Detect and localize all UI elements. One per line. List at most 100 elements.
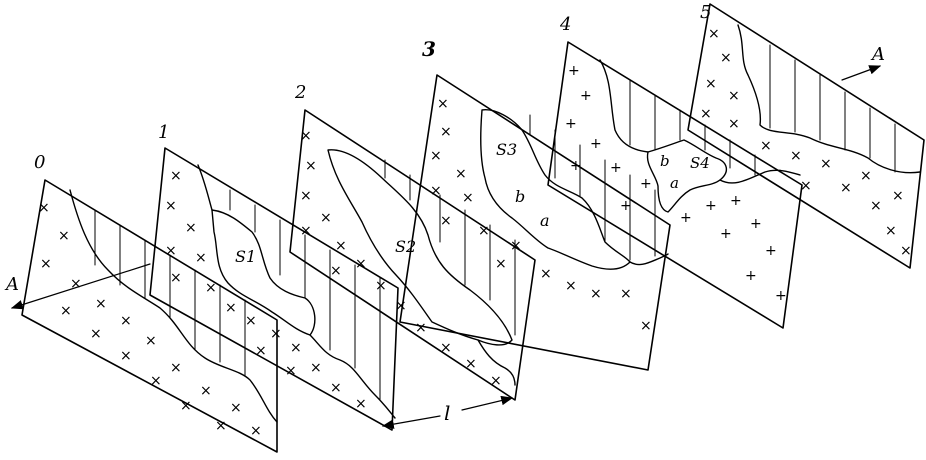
svg-text:+: + xyxy=(750,216,762,232)
spacing-arrow-right xyxy=(461,395,514,411)
cross-pattern-1: × × × × × × × × × × × × × × × × xyxy=(165,168,367,412)
svg-text:×: × xyxy=(310,360,322,376)
svg-text:×: × xyxy=(270,326,282,342)
section-2: × × × × × × × × × × × × × × S2 2 xyxy=(289,82,536,401)
section-0: × × × × × × × × × × × × × × × × × 0 xyxy=(21,152,278,453)
svg-text:×: × xyxy=(437,96,449,112)
spacing-arrow-left xyxy=(381,415,441,429)
svg-text:×: × xyxy=(640,318,652,334)
section-label-5: 5 xyxy=(700,2,711,23)
svg-text:×: × xyxy=(300,188,312,204)
svg-text:×: × xyxy=(708,26,720,42)
svg-text:×: × xyxy=(120,348,132,364)
svg-text:×: × xyxy=(495,256,507,272)
boundary-1 xyxy=(197,164,396,419)
svg-text:×: × xyxy=(430,148,442,164)
svg-text:+: + xyxy=(720,226,732,242)
svg-text:+: + xyxy=(730,193,742,209)
vertical-lines-1 xyxy=(229,189,381,401)
svg-text:+: + xyxy=(565,116,577,132)
svg-text:×: × xyxy=(250,423,262,439)
svg-text:×: × xyxy=(440,340,452,356)
svg-text:×: × xyxy=(335,238,347,254)
svg-text:×: × xyxy=(465,356,477,372)
svg-text:×: × xyxy=(290,340,302,356)
section-1: × × × × × × × × × × × × × × × × S1 1 xyxy=(149,122,399,431)
svg-text:×: × xyxy=(170,270,182,286)
hatched-area-s1 xyxy=(211,209,316,336)
sub-label-b-4: b xyxy=(660,152,670,170)
svg-text:×: × xyxy=(885,223,897,239)
svg-text:×: × xyxy=(205,280,217,296)
svg-text:×: × xyxy=(870,198,882,214)
svg-text:×: × xyxy=(510,238,522,254)
svg-text:×: × xyxy=(215,418,227,434)
svg-text:×: × xyxy=(800,178,812,194)
svg-text:×: × xyxy=(790,148,802,164)
sub-label-a-3: a xyxy=(540,211,550,230)
svg-text:×: × xyxy=(455,166,467,182)
svg-text:×: × xyxy=(165,198,177,214)
axis-a-a: A A xyxy=(4,44,885,310)
svg-text:×: × xyxy=(165,243,177,259)
svg-text:×: × xyxy=(355,396,367,412)
svg-text:×: × xyxy=(620,286,632,302)
svg-text:×: × xyxy=(150,373,162,389)
svg-text:×: × xyxy=(185,220,197,236)
svg-text:+: + xyxy=(705,198,717,214)
svg-text:×: × xyxy=(840,180,852,196)
svg-text:×: × xyxy=(145,333,157,349)
svg-text:×: × xyxy=(90,326,102,342)
svg-text:×: × xyxy=(330,380,342,396)
svg-text:×: × xyxy=(415,320,427,336)
area-label-s3: S3 xyxy=(496,140,517,159)
svg-text:+: + xyxy=(775,288,787,304)
svg-text:×: × xyxy=(590,286,602,302)
svg-text:×: × xyxy=(180,398,192,414)
vertical-lines-5 xyxy=(769,44,896,173)
section-label-1: 1 xyxy=(158,122,169,143)
vertical-lines-4 xyxy=(629,79,781,176)
svg-text:×: × xyxy=(820,156,832,172)
svg-text:×: × xyxy=(200,383,212,399)
svg-text:+: + xyxy=(745,268,757,284)
svg-text:×: × xyxy=(330,263,342,279)
svg-text:+: + xyxy=(680,210,692,226)
svg-text:×: × xyxy=(565,278,577,294)
svg-text:×: × xyxy=(705,76,717,92)
cross-pattern-2: × × × × × × × × × × × × × × xyxy=(300,128,502,389)
svg-text:+: + xyxy=(610,160,622,176)
section-label-3: 3 xyxy=(422,37,436,61)
axis-end-label: A xyxy=(870,44,885,65)
svg-text:×: × xyxy=(70,276,82,292)
boundary-5 xyxy=(737,24,921,174)
svg-text:×: × xyxy=(230,400,242,416)
section-label-4: 4 xyxy=(559,14,571,35)
vertical-lines-3 xyxy=(529,114,656,261)
svg-text:×: × xyxy=(462,190,474,206)
svg-text:×: × xyxy=(245,313,257,329)
svg-text:×: × xyxy=(170,360,182,376)
svg-text:×: × xyxy=(860,168,872,184)
svg-text:×: × xyxy=(170,168,182,184)
svg-text:×: × xyxy=(300,128,312,144)
svg-text:×: × xyxy=(900,243,912,259)
svg-text:×: × xyxy=(305,158,317,174)
svg-text:×: × xyxy=(195,250,207,266)
svg-text:×: × xyxy=(440,124,452,140)
axis-end-arrow xyxy=(841,65,882,81)
svg-text:+: + xyxy=(580,88,592,104)
area-label-s1: S1 xyxy=(235,247,256,266)
svg-text:×: × xyxy=(38,200,50,216)
svg-text:×: × xyxy=(490,373,502,389)
axis-start-label: A xyxy=(4,274,19,295)
svg-text:×: × xyxy=(225,300,237,316)
svg-text:+: + xyxy=(640,176,652,192)
section-label-2: 2 xyxy=(294,82,306,103)
hatched-area-s2 xyxy=(327,149,513,346)
sub-label-b-3: b xyxy=(515,187,525,206)
svg-text:×: × xyxy=(540,266,552,282)
svg-text:×: × xyxy=(700,106,712,122)
boundary-3 xyxy=(629,253,669,266)
svg-text:×: × xyxy=(440,213,452,229)
